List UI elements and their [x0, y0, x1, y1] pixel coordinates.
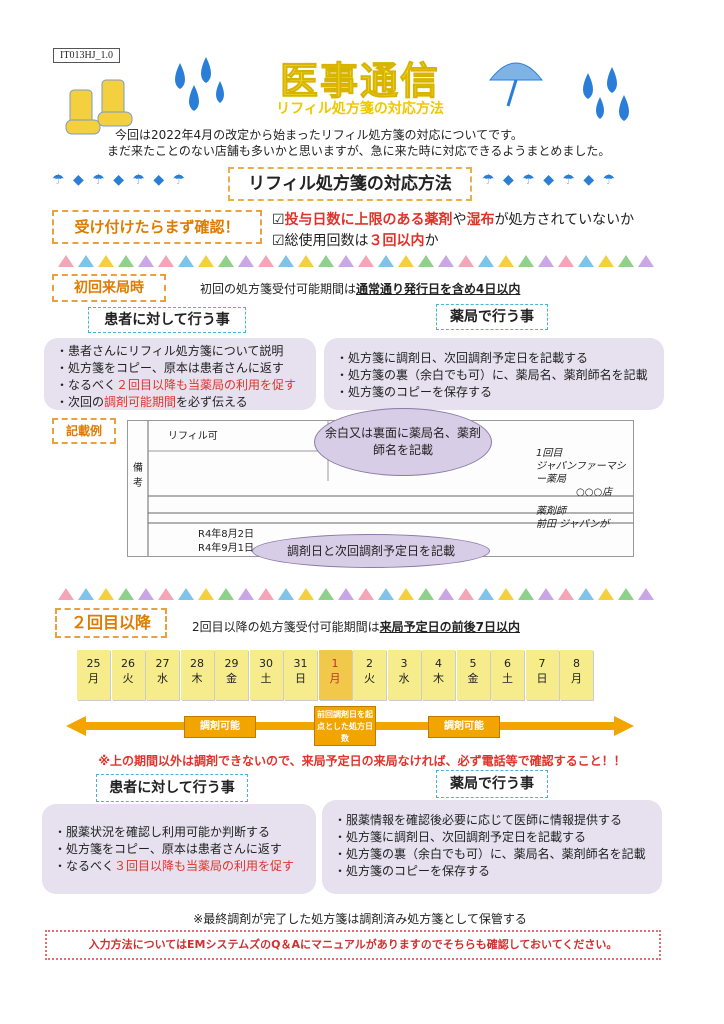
umbrella-icon	[488, 62, 544, 107]
triangle-divider	[58, 255, 654, 267]
list-item: ・処方箋をコピー、原本は患者さんに返す	[54, 842, 282, 856]
page-subtitle: リフィル処方箋の対応方法	[276, 101, 444, 117]
callout-bubble-top: 余白又は裏面に薬局名、薬剤師名を記載	[314, 408, 492, 476]
check-item-2: ☑総使用回数は３回以内か	[272, 233, 439, 249]
document-code: IT013HJ_1.0	[53, 48, 121, 63]
example-label: 記載例	[52, 418, 116, 444]
rain-boots-icon	[65, 79, 133, 135]
second-visit-label: ２回目以降	[55, 608, 167, 638]
warning-text: ※上の期間以外は調剤できないので、来局予定日の来局なければ、必ず電話等で確認する…	[98, 754, 626, 768]
tag-dispense-left: 調剤可能	[184, 716, 256, 738]
list-item: ・服薬情報を確認後必要に応じて医師に情報提供する	[334, 813, 623, 827]
list-item: ・なるべく２回目以降も当薬局の利用を促す	[56, 378, 297, 392]
form-date-1: R4年8月2日	[198, 529, 255, 540]
raindrops-icon	[175, 57, 224, 111]
first-pharmacy-pill: 薬局で行う事	[436, 304, 548, 330]
list-item: ・次回の調剤可能期間を必ず伝える	[56, 395, 248, 409]
second-pharmacy-card: ・服薬情報を確認後必要に応じて医師に情報提供する ・処方箋に調剤日、次回調剤予定…	[322, 800, 662, 894]
check-item-1: ☑投与日数に上限のある薬剤や湿布が処方されていないか	[272, 212, 635, 228]
umbrella-row-right-icon: ☂ ◆ ☂ ◆ ☂ ◆ ☂	[482, 172, 618, 188]
form-refill-mark: リフィル可	[168, 431, 218, 442]
form-date-2: R4年9月1日	[198, 543, 255, 554]
callout-bubble-bottom: 調剤日と次回調剤予定日を記載	[252, 534, 490, 568]
list-item: ・処方箋に調剤日、次回調剤予定日を記載する	[334, 830, 587, 844]
list-item: ・患者さんにリフィル処方箋について説明	[56, 344, 284, 358]
handwritten-note: 1回目 ジャパンファーマシー薬局 ○○○店 薬剤師 前田 ジャパンが	[536, 448, 626, 530]
raindrops-right-icon	[583, 67, 629, 121]
first-pharmacy-card: ・処方箋に調剤日、次回調剤予定日を記載する ・処方箋の裏（余白でも可）に、薬局名…	[324, 338, 664, 410]
second-pharmacy-pill: 薬局で行う事	[436, 770, 548, 798]
list-item: ・処方箋のコピーを保存する	[334, 864, 491, 878]
page-title: 医事通信	[279, 59, 440, 104]
check-label: 受け付けたらまず確認！	[52, 210, 262, 244]
list-item: ・処方箋のコピーを保存する	[336, 385, 493, 399]
first-patient-card: ・患者さんにリフィル処方箋について説明 ・処方箋をコピー、原本は患者さんに返す …	[44, 338, 316, 410]
list-item: ・なるべく３回目以降も当薬局の利用を促す	[54, 859, 295, 873]
list-item: ・処方箋の裏（余白でも可）に、薬局名、薬剤師名を記載	[334, 847, 646, 861]
first-period: 初回の処方箋受付可能期間は通常通り発行日を含め4日以内	[200, 282, 521, 296]
list-item: ・服薬状況を確認し利用可能か判断する	[54, 825, 271, 839]
triangle-divider	[58, 588, 654, 600]
final-note: ※最終調剤が完了した処方箋は調剤済み処方箋として保管する	[193, 912, 527, 926]
section-banner: リフィル処方箋の対応方法	[228, 167, 472, 201]
tag-dispense-right: 調剤可能	[428, 716, 500, 738]
checklist: ☑投与日数に上限のある薬剤や湿布が処方されていないか ☑総使用回数は３回以内か	[272, 210, 634, 252]
intro-text: 今回は2022年4月の改定から始まったリフィル処方箋の対応についてです。 まだ来…	[107, 128, 611, 158]
first-visit-label: 初回来局時	[52, 274, 166, 302]
arrow-right-icon	[614, 716, 634, 736]
first-patient-pill: 患者に対して行う事	[88, 307, 246, 333]
second-period: 2回目以降の処方箋受付可能期間は来局予定日の前後7日以内	[192, 620, 520, 634]
bottom-note: 入力方法についてはEMシステムズのQ＆Aにマニュアルがありますのでそちらも確認し…	[45, 930, 661, 960]
arrow-left-icon	[66, 716, 86, 736]
tag-center: 前回調剤日を起点とした処方日数	[314, 706, 376, 746]
list-item: ・処方箋の裏（余白でも可）に、薬局名、薬剤師名を記載	[336, 368, 648, 382]
second-patient-card: ・服薬状況を確認し利用可能か判断する ・処方箋をコピー、原本は患者さんに返す ・…	[42, 804, 316, 894]
second-patient-pill: 患者に対して行う事	[96, 774, 248, 802]
form-side-text: 備考	[133, 463, 143, 489]
umbrella-row-left-icon: ☂ ◆ ☂ ◆ ☂ ◆ ☂	[52, 172, 188, 188]
list-item: ・処方箋をコピー、原本は患者さんに返す	[56, 361, 284, 375]
list-item: ・処方箋に調剤日、次回調剤予定日を記載する	[336, 351, 589, 365]
